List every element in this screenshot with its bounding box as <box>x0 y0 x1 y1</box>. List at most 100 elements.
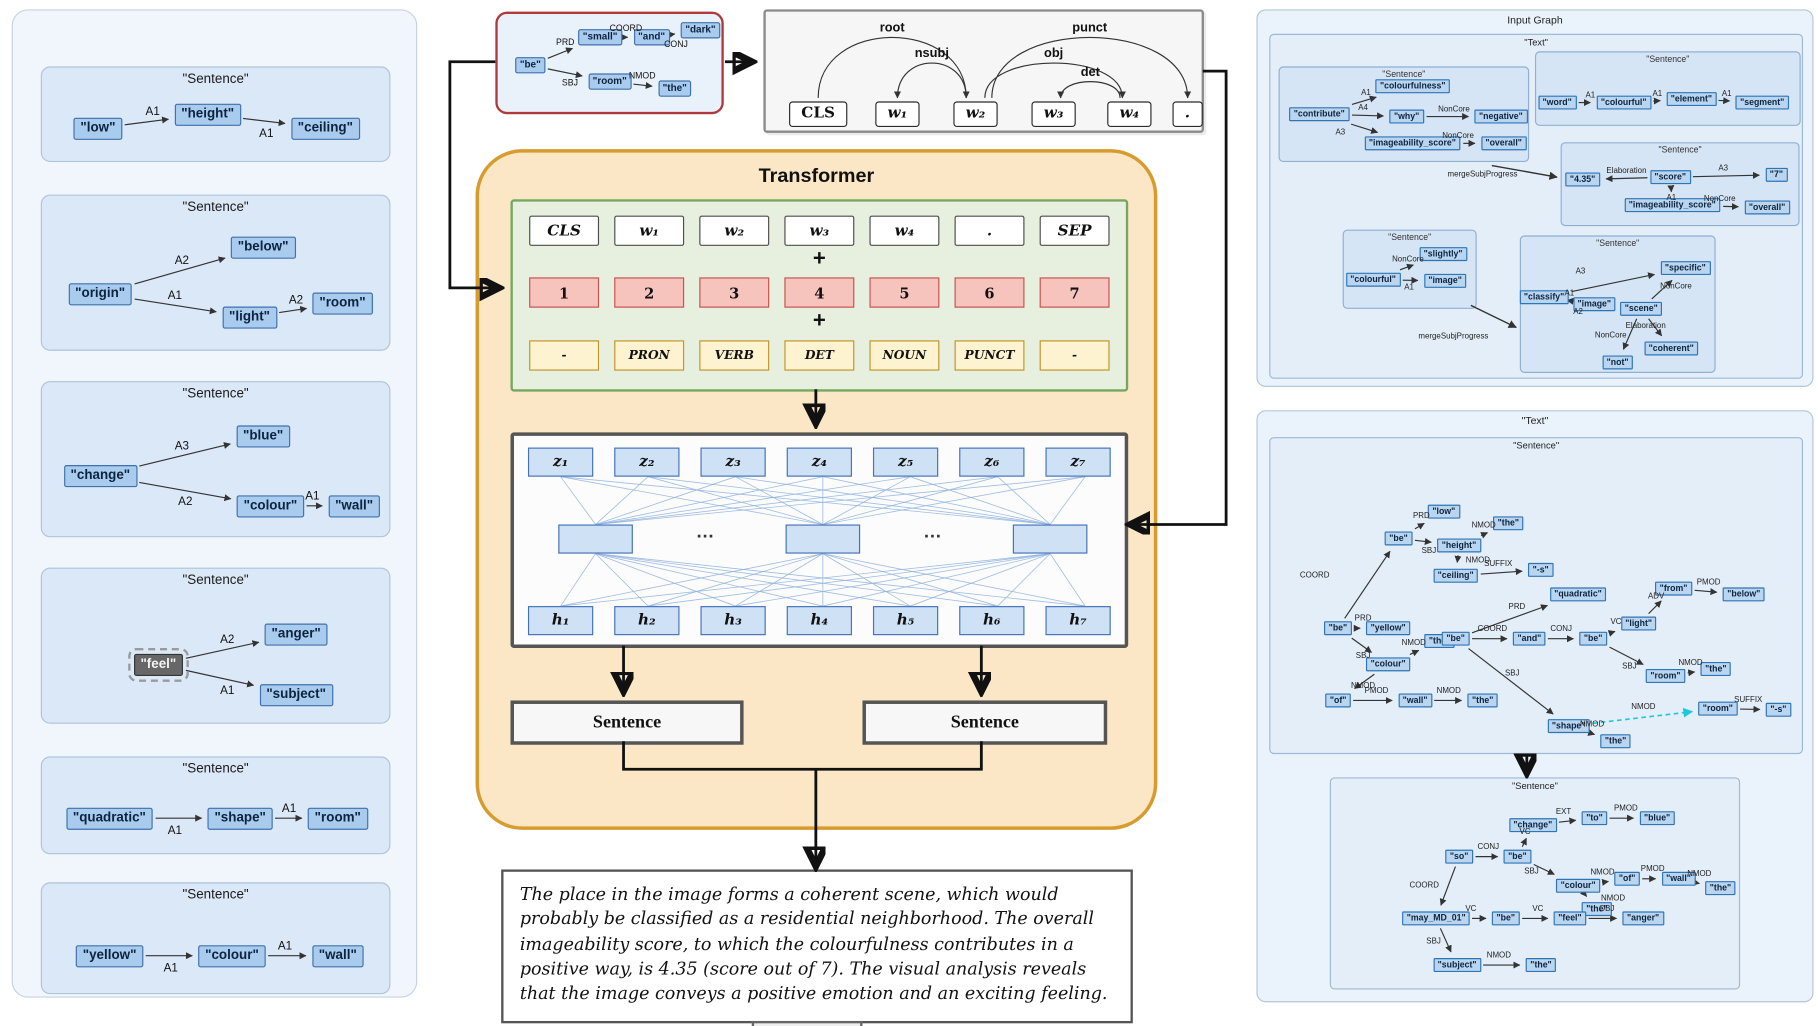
sub-graph-title: "Sentence" <box>1658 144 1702 156</box>
edge-label: PRD <box>1508 603 1526 612</box>
sub-graph-title: "Sentence" <box>1382 68 1426 80</box>
graph-node: "the" <box>1525 957 1557 973</box>
pos-tag-cell: PRON <box>614 340 685 371</box>
graph-node: "colourfulness" <box>1375 78 1451 94</box>
graph-node: "classify" <box>1519 289 1569 305</box>
graph-edges <box>134 256 308 315</box>
hidden-cell <box>558 524 633 554</box>
graph-edges <box>145 952 307 960</box>
graph-node: "change" <box>63 464 138 487</box>
z-cell: z₆ <box>959 447 1025 477</box>
edge-label: A4 <box>1358 104 1368 113</box>
edge-label: root <box>879 20 905 35</box>
edge-label: OBJ <box>1598 905 1615 914</box>
graph-node: "small" <box>578 29 623 46</box>
edge-label: COORD <box>1299 571 1330 580</box>
hidden-cell <box>785 524 861 554</box>
graph-node: "the" <box>657 80 692 97</box>
graph-node: w₄ <box>1106 100 1152 128</box>
input-graph-panel-title: Input Graph <box>1507 13 1563 26</box>
sentence-card: "Sentence" "change""blue""colour""wall"A… <box>40 381 391 538</box>
edge-label: NMOD <box>1678 659 1703 668</box>
pos-tag-cell: PUNCT <box>954 340 1025 371</box>
graph-node: "be" <box>1491 910 1520 926</box>
graph-node: "be" <box>1441 631 1470 646</box>
graph-annotation: mergeSubjProgress <box>1418 332 1489 341</box>
graph-node: "subject" <box>259 683 333 706</box>
edge-label: Elaboration <box>1625 322 1666 331</box>
edge-label: NMOD <box>1350 681 1376 690</box>
plus-sign: + <box>812 247 826 272</box>
z-cell: z₁ <box>527 447 594 477</box>
graph-node: "the" <box>1493 515 1524 531</box>
edge-label: EXT <box>1555 808 1572 817</box>
graph-node: "colourful" <box>1345 272 1401 287</box>
graph-node: "be" <box>1579 631 1608 646</box>
graph-node: CLS <box>788 100 848 128</box>
z-cell: z₂ <box>614 447 680 477</box>
edge-label: SBJ <box>1426 937 1441 946</box>
graph-node: "may_MD_01" <box>1402 910 1471 926</box>
graph-node: w₃ <box>1030 100 1077 128</box>
h-cell: h₁ <box>527 606 594 636</box>
edge-label: A1 <box>167 289 182 303</box>
graph-node: "below" <box>230 236 296 259</box>
edge-label: CONJ <box>1477 843 1500 852</box>
graph-edges <box>155 814 303 822</box>
sentence-card-title: "Sentence" <box>182 386 249 401</box>
edge-label: NonCore <box>1594 331 1627 340</box>
edge-label: NMOD <box>1401 639 1426 648</box>
sentence-output-box: Sentence <box>862 700 1108 745</box>
graph-node: "slightly" <box>1418 246 1468 262</box>
graph-node: "colour" <box>236 494 305 518</box>
position-cell: 6 <box>954 277 1025 308</box>
graph-node: "4.35" <box>1565 171 1600 187</box>
graph-node: "dark" <box>680 22 721 39</box>
graph-node: "segment" <box>1735 94 1790 110</box>
edge-label: A1 <box>220 684 235 698</box>
position-cell: 3 <box>699 277 770 308</box>
z-cell: z₄ <box>786 447 852 477</box>
graph-node: "shape" <box>207 807 273 830</box>
graph-node: "image" <box>1572 296 1616 312</box>
graph-node: "colour" <box>1365 656 1411 672</box>
graph-node: "colourful" <box>1596 94 1652 110</box>
z-cell: z₇ <box>1045 447 1111 477</box>
graph-node: "feel" <box>1553 910 1587 926</box>
generated-caption: The place in the image forms a coherent … <box>501 869 1133 1024</box>
token-cell: w₄ <box>869 215 940 246</box>
graph-node: "room" <box>1698 701 1738 716</box>
h-cell: h₅ <box>872 606 939 636</box>
input-graph-panel: Input Graph "Text" "Sentence""Sentence""… <box>1256 9 1814 387</box>
edge-label: SUFFIX <box>1484 559 1513 568</box>
edge-label: A1 <box>1585 91 1596 100</box>
graph-edges <box>1350 95 1760 350</box>
sentence-card-title: "Sentence" <box>182 573 249 588</box>
graph-node: "of" <box>1325 692 1352 708</box>
token-cell: . <box>954 215 1025 246</box>
graph-node: "the" <box>1600 733 1631 749</box>
edge-label: A3 <box>1718 164 1729 174</box>
pos-tag-cell: - <box>1039 340 1110 371</box>
graph-node: "wall" <box>311 944 364 968</box>
graph-edges <box>139 442 323 510</box>
edge-label: NMOD <box>1687 870 1712 879</box>
edge-label: SBJ <box>1622 662 1637 671</box>
sub-graph-title: "Sentence" <box>1596 237 1640 249</box>
graph-node: "subject" <box>1432 957 1482 973</box>
position-cell: 1 <box>529 277 600 308</box>
graph-node: "of" <box>1614 871 1641 886</box>
graph-node: "quadratic" <box>65 807 153 830</box>
graph-node: "be" <box>515 57 546 74</box>
edge-label: A1 <box>167 824 182 838</box>
graph-node: "quadratic" <box>1549 586 1607 602</box>
sentence-parse-box-1: "Sentence" "be""low""the""height""ceilin… <box>1269 437 1804 755</box>
